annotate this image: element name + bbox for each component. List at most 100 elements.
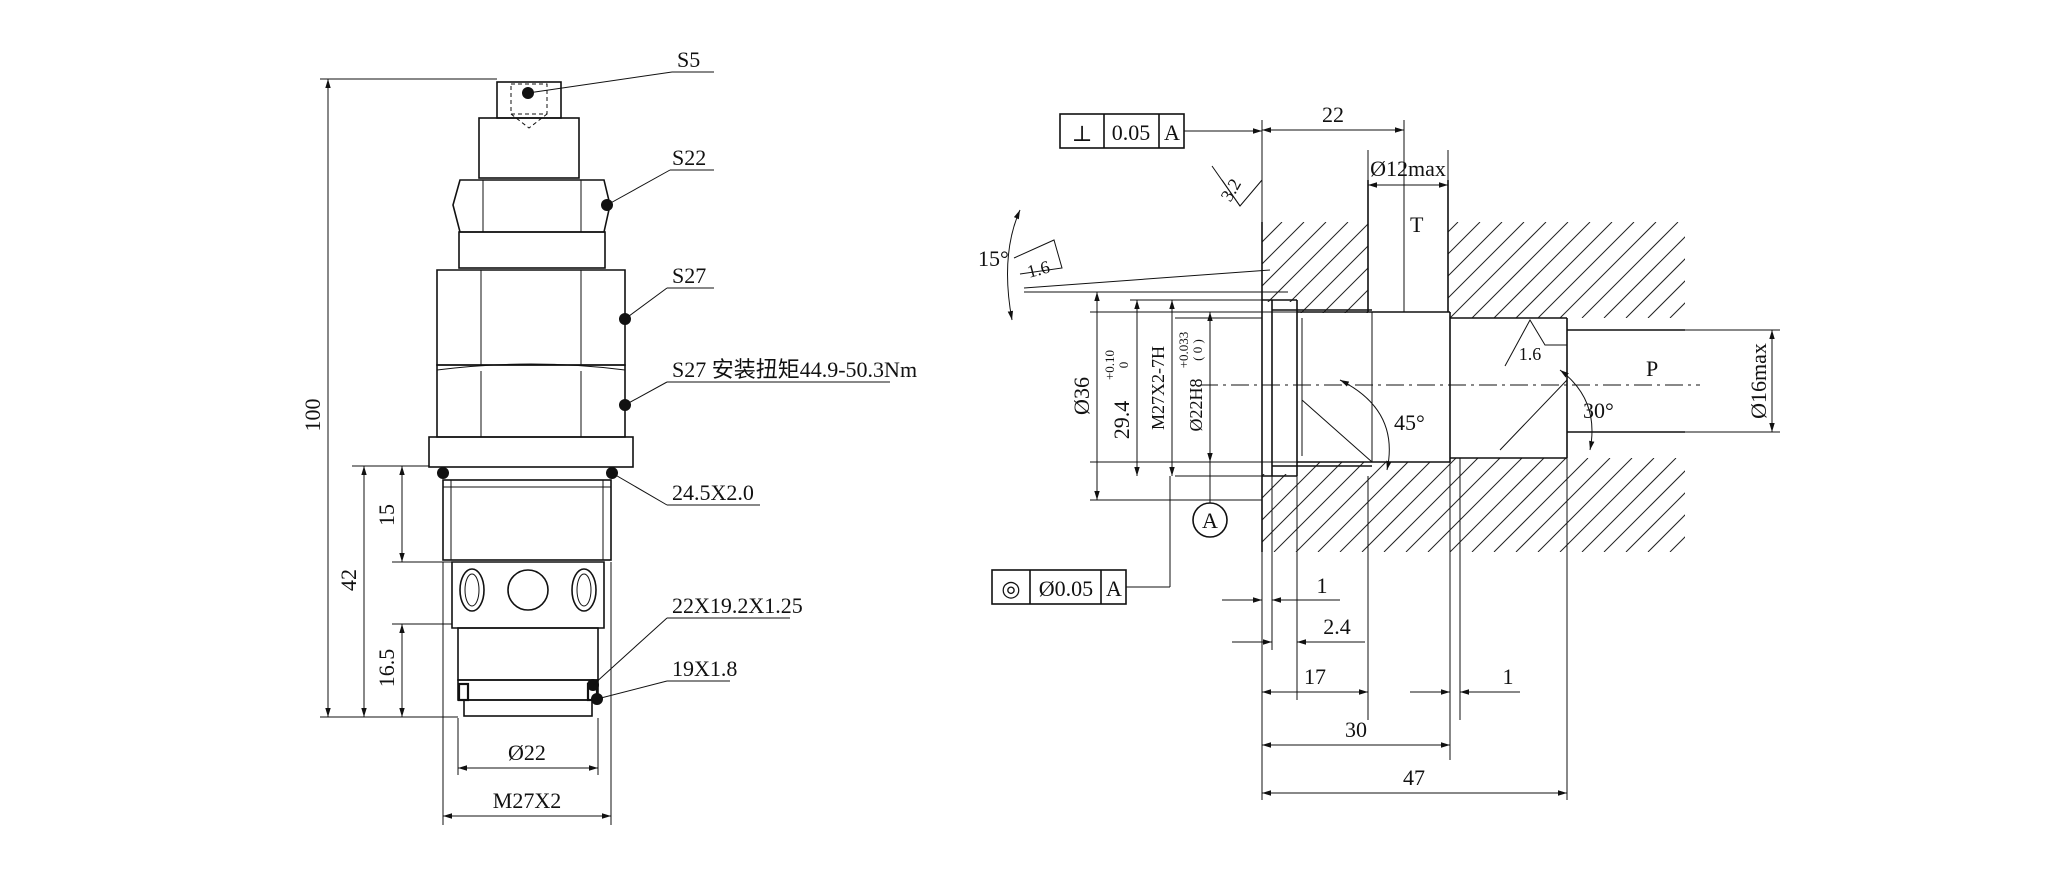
hatch-line: [1692, 222, 1788, 318]
adjust-screw: [496, 81, 562, 129]
callout-oring-3: 19X1.8: [672, 656, 737, 681]
hatch-line: [1262, 222, 1305, 318]
callout-oring-2: 22X19.2X1.25: [672, 593, 803, 618]
dim-t-port-dia: Ø12max: [1370, 156, 1446, 181]
hatch-line: [1262, 458, 1325, 552]
hatch-line: [1758, 458, 1852, 552]
hatch-line: [1471, 458, 1567, 552]
hatch-line: [1515, 222, 1613, 318]
hatch-line: [1647, 222, 1685, 318]
dim-spot-face-tol-lower: 0: [1116, 362, 1131, 369]
dim-thread-to-end: 42: [336, 569, 361, 591]
hatch-line: [1273, 222, 1371, 318]
dim-spot-face: 29.4: [1109, 401, 1134, 440]
hatch-line: [1164, 222, 1260, 318]
hatch-line: [1581, 458, 1677, 552]
hatch-line: [1581, 222, 1679, 318]
hatch-line: [1427, 458, 1523, 552]
hatch-line: [1471, 222, 1569, 318]
hatch-line: [1262, 222, 1283, 318]
roughness-1-6-right-value: 1.6: [1519, 344, 1542, 364]
left-extension-lines: [320, 78, 612, 825]
concentricity-tolerance: Ø0.05: [1039, 576, 1093, 601]
port-p-label: P: [1646, 356, 1658, 381]
angle-15: 15°: [978, 246, 1009, 271]
callout-leaders: [527, 71, 890, 700]
hatch-line: [1736, 222, 1832, 318]
hatch-line: [1625, 458, 1685, 552]
hatch-line: [1647, 458, 1685, 552]
roughness-1-6-left-value: 1.6: [1025, 257, 1052, 282]
perpendicularity-frame: ⊥ 0.05 A: [1059, 113, 1262, 149]
callout-s5: S5: [677, 47, 700, 72]
hatch-line: [1295, 458, 1391, 552]
hatch-line: [1625, 222, 1685, 318]
hatch-line: [1692, 458, 1786, 552]
hatch-line: [1669, 222, 1685, 318]
seal-groove: [457, 679, 603, 717]
hatch-line: [1317, 458, 1413, 552]
dim-pilot-tol-upper: +0.033: [1176, 332, 1191, 369]
dim-p-port-dia: Ø16max: [1746, 343, 1771, 419]
right-dimension-lines: [1007, 127, 1775, 796]
cartridge-view: S5 S22 S27 S27 安装扭矩44.9-50.3Nm 24.5X2.0 …: [300, 47, 917, 825]
concentricity-frame: ◎ Ø0.05 A: [991, 476, 1171, 605]
hatch-line: [1758, 222, 1854, 318]
dim-overall-length: 100: [300, 399, 325, 432]
hatch-line: [1780, 458, 1874, 552]
perpendicularity-datum: A: [1164, 120, 1180, 145]
port-t-label: T: [1410, 212, 1424, 237]
callout-s22: S22: [672, 145, 706, 170]
hatch-line: [1273, 458, 1369, 552]
hatch-line: [1736, 458, 1830, 552]
dim-2-4: 2.4: [1323, 614, 1351, 639]
concentricity-symbol: ◎: [1001, 576, 1020, 601]
dim-1-right: 1: [1503, 664, 1514, 689]
left-dimension-lines: [325, 79, 611, 819]
hatch-line: [1537, 458, 1633, 552]
hatch-line: [1714, 458, 1808, 552]
dim-body-dia: Ø22: [508, 740, 546, 765]
hatch-line: [1449, 222, 1547, 318]
dim-bore-dia: Ø36: [1069, 377, 1094, 415]
dim-cavity-thread: M27X2-7H: [1148, 346, 1168, 430]
angle-45: 45°: [1394, 410, 1425, 435]
roughness-3-2-value: 3.2: [1217, 175, 1246, 204]
hatch-line: [1120, 222, 1216, 318]
angle-30: 30°: [1583, 398, 1614, 423]
nut-s22: [452, 179, 611, 233]
callout-s27-torque: S27 安装扭矩44.9-50.3Nm: [672, 357, 917, 382]
neck: [458, 231, 606, 269]
hatch-upper: [1120, 222, 1876, 318]
hatch-line: [1383, 458, 1479, 552]
dim-30: 30: [1345, 717, 1367, 742]
dim-spot-face-tol-upper: +0.10: [1102, 350, 1117, 380]
hatch-line: [1603, 222, 1685, 318]
perpendicularity-tolerance: 0.05: [1112, 120, 1151, 145]
hatch-line: [1120, 458, 1214, 552]
dim-upper: 15: [374, 504, 399, 526]
hatch-line: [1493, 222, 1591, 318]
hatch-line: [1361, 458, 1457, 552]
roughness-3-2: 3.2: [1211, 165, 1263, 207]
hatch-line: [1449, 458, 1545, 552]
hatch-line: [1603, 458, 1685, 552]
hex-s27-upper: [436, 269, 626, 366]
roughness-1-6-left: 1.6: [1013, 239, 1063, 282]
hatch-line: [1262, 458, 1347, 552]
hatch-line: [1515, 458, 1611, 552]
concentricity-datum: A: [1106, 576, 1122, 601]
hatch-line: [1780, 222, 1876, 318]
datum-a-label: A: [1202, 508, 1218, 533]
hatch-line: [1142, 222, 1238, 318]
thread-body: [442, 479, 612, 561]
hatch-line: [1405, 458, 1501, 552]
right-extension-lines: [1023, 120, 1780, 800]
hatch-line: [1164, 458, 1258, 552]
hatch-line: [1537, 222, 1635, 318]
dim-top-depth: 22: [1322, 102, 1344, 127]
port-section: [451, 561, 605, 629]
perpendicularity-symbol: ⊥: [1072, 121, 1093, 146]
datum-a: A: [1192, 462, 1228, 538]
